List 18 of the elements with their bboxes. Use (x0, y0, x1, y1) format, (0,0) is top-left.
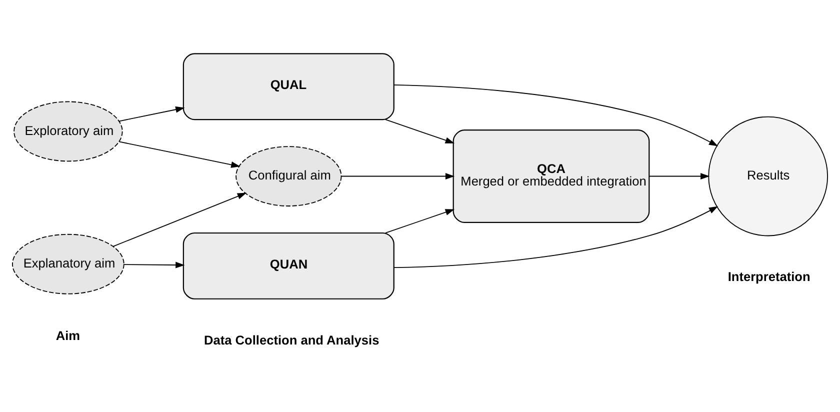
arrow (648, 173, 710, 180)
label: Interpretation (728, 269, 810, 284)
arrow (112, 192, 247, 247)
arrow (118, 106, 185, 122)
arrow (118, 141, 240, 168)
label: Aim (56, 328, 80, 343)
arrow (385, 119, 455, 144)
node-box: QUAL (182, 53, 394, 120)
label: Data Collection and Analysis (204, 332, 380, 348)
arrow (394, 206, 718, 268)
arrow (340, 173, 455, 180)
arrow (394, 84, 718, 146)
arrow (124, 262, 185, 268)
node-ellipse: Explanatory aim (12, 234, 124, 294)
node-box: QUAN (182, 232, 394, 300)
node-box: QCA Merged or embedded integration (452, 130, 650, 224)
arrow (385, 209, 455, 234)
node-ellipse: Exploratory aim (14, 101, 123, 162)
